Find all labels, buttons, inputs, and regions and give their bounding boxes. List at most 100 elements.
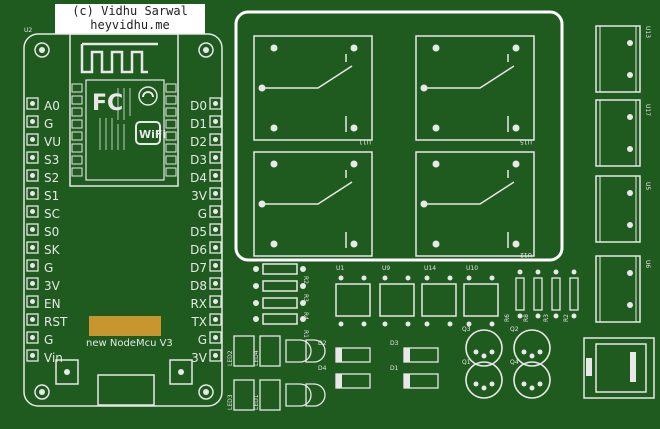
ic-pin [382,321,388,327]
terminal-block [595,99,641,167]
relay-pin [512,44,520,52]
rres-label-3: R2 [563,314,570,322]
header-pin-hole [213,299,218,304]
esp-pad [71,143,83,153]
small-resistor [515,277,525,311]
ic-package [335,283,371,317]
pin-label-left-7: S0 [44,225,59,239]
led-outline [305,383,326,407]
pin-label-left-3: S3 [44,153,59,167]
mount-hole-tr [198,42,214,58]
ic-package [379,283,415,317]
small-resistor-pad [571,313,577,319]
header-pin [26,97,39,110]
ic-pin [447,275,453,281]
pin-label-right-10: D8 [190,279,207,293]
label-pad [89,316,161,336]
terminal-label-0: U13 [644,26,651,38]
relay-pin [350,160,358,168]
terminal-inner [599,175,637,243]
diode-label-1: D3 [390,340,399,347]
terminal-hole [627,114,633,120]
terminal-block [595,175,641,243]
ic-pin [424,321,430,327]
transistor-group [465,329,551,399]
diode-group [335,347,439,389]
small-resistor-pad [571,269,577,275]
resistor-label-1: R3 [302,294,309,302]
esp-shield [85,79,165,181]
header-pin-hole [213,245,218,250]
resistor-pad [253,316,259,322]
header-pin-hole [213,281,218,286]
pin-label-left-11: EN [44,297,61,311]
relay-symbol [262,170,353,248]
resistor-label-0: R2 [302,276,309,284]
resistor-label-3: R1 [302,330,309,338]
header-pin-hole [30,209,35,214]
terminal-hole [627,270,633,276]
module-ref: U2 [24,27,32,34]
relay-pin [432,44,440,52]
header-pin-hole [30,227,35,232]
ic-package [421,283,457,317]
header-pin-hole [30,101,35,106]
esp-pads [71,83,177,177]
module-name-label: new NodeMcu V3 [86,338,173,349]
terminal-block [595,25,641,93]
resistor-body [262,313,298,325]
pin-label-left-12: RST [44,315,68,329]
usb-connector [97,374,155,406]
transistor-pin [473,349,479,355]
transistor-label-1: Q2 [510,326,519,333]
esp-pad [71,107,83,117]
transistor-pin [481,353,487,359]
credit-line-1: (c) Vidhu Sarwal [72,4,188,18]
transistor-outline [513,361,551,399]
led-footprint [259,335,281,367]
header-pin [26,241,39,254]
ic-pin [466,275,472,281]
header-pin-hole [30,281,35,286]
header-pin-hole [30,119,35,124]
relay-label-3: U12 [520,251,532,258]
pin-label-right-3: D3 [190,153,207,167]
relay-outline [253,151,373,257]
terminal-label-3: U6 [644,260,651,268]
resistor-pad [253,300,259,306]
terminal-hole [627,72,633,78]
flash-button [169,359,193,385]
led-label-0: LED2 [227,350,234,366]
relay-outline [415,35,535,141]
transistor-pin [473,381,479,387]
relay-pin [270,160,278,168]
esp-pad [165,95,177,105]
relay-label-1: U15 [520,138,532,145]
rres-label-1: R8 [523,314,530,322]
pin-label-left-0: A0 [44,99,60,113]
header-pin-hole [30,137,35,142]
terminal-hole [627,146,633,152]
transistor-label-0: Q3 [462,326,471,333]
header-pin [209,277,222,290]
transistor-pin [537,349,543,355]
pin-label-right-7: D5 [190,225,207,239]
relay-pin [512,124,520,132]
esp-pad [71,83,83,93]
header-pin [209,349,222,362]
terminal-hole [627,40,633,46]
small-resistor-pad [535,313,541,319]
header-pin-hole [213,353,218,358]
esp-pad [165,119,177,129]
transistor-pin [529,353,535,359]
header-pin-hole [30,353,35,358]
esp-pad [71,95,83,105]
led-group [233,335,326,411]
reset-button [55,359,79,385]
relay-group [253,35,535,257]
mount-hole-bl [34,384,50,400]
header-pin-hole [30,317,35,322]
pin-label-left-14: Vin [44,351,63,365]
ic-row [335,275,499,327]
wifi-label: WiFi [139,128,166,141]
